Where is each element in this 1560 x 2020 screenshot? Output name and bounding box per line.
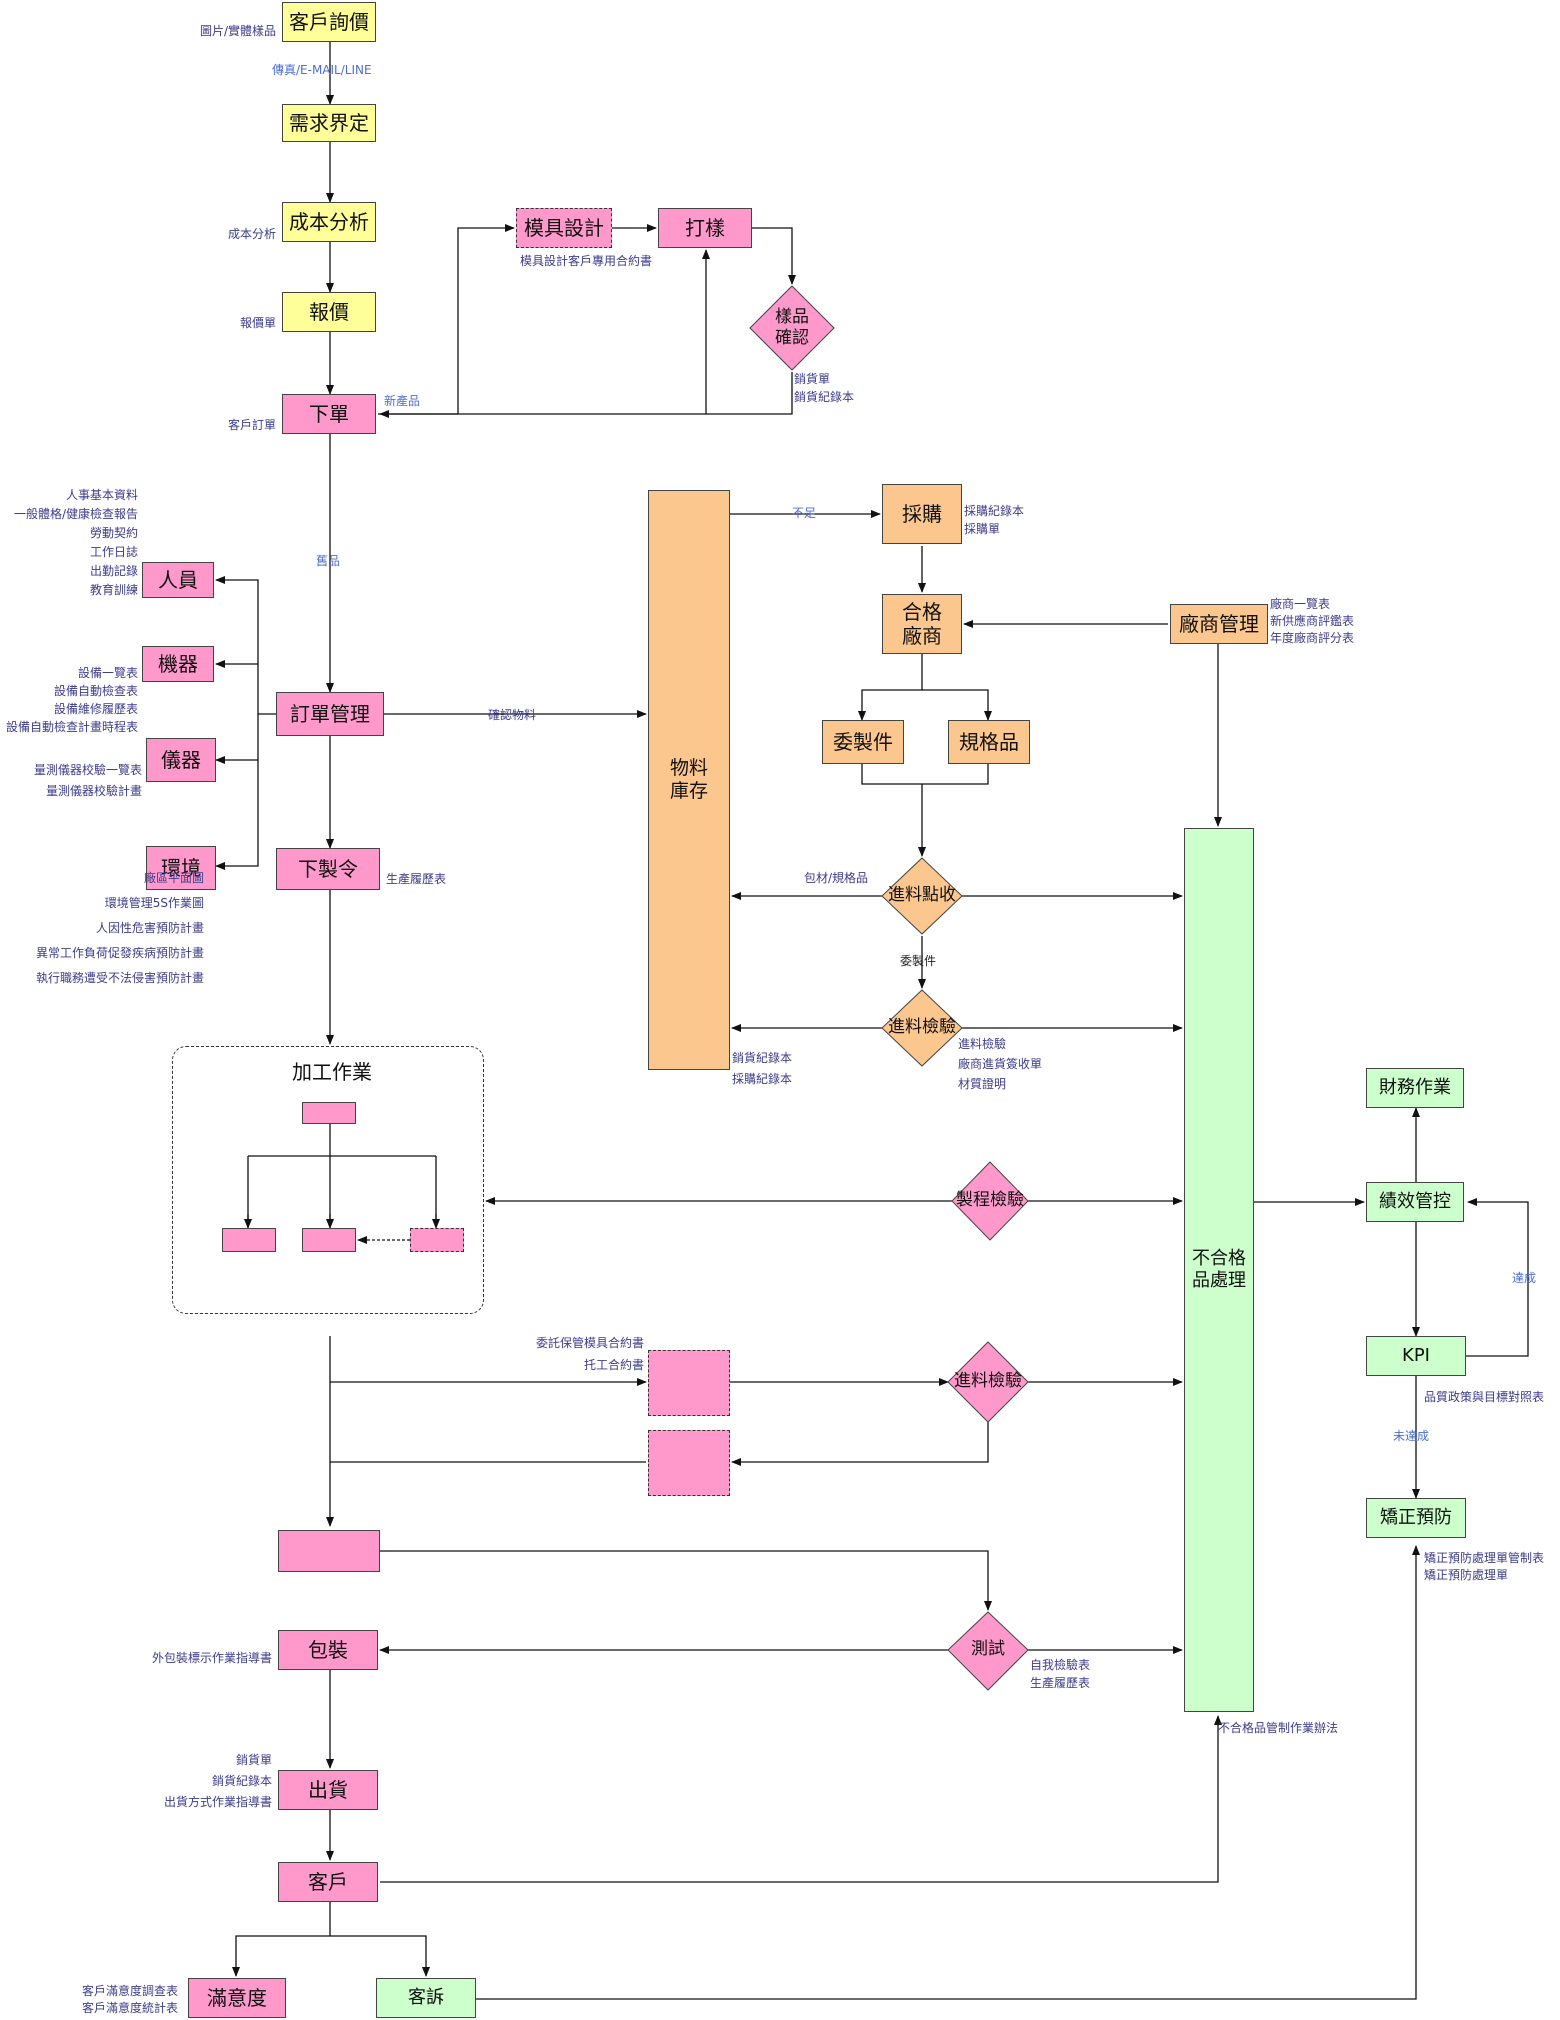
proc-step-top[interactable] (302, 1102, 356, 1124)
label-personnel-docs: 人事基本資料 一般體格/健康檢查報告 勞動契約 工作日誌 出勤記錄 教育訓練 (13, 488, 138, 597)
edge-customer-split (232, 1902, 331, 1977)
node-mold-design[interactable]: 模具設計 (516, 208, 612, 248)
node-process-inspect[interactable]: 製程檢驗 (956, 1190, 1024, 1211)
label-order-doc: 客戶訂單 (227, 418, 276, 432)
edge-merge-incoming (861, 764, 989, 785)
node-order[interactable]: 下單 (282, 394, 376, 434)
node-kpi[interactable]: KPI (1366, 1336, 1466, 1376)
node-work-order[interactable]: 下製令 (276, 848, 380, 890)
label-quote-doc: 報價單 (239, 316, 276, 330)
label-new-product: 新產品 (384, 394, 421, 408)
label-purchase-docs: 採購紀錄本 採購單 (964, 504, 1025, 536)
label-nonconforming-doc: 不合格品管制作業辦法 (1218, 1721, 1339, 1735)
label-cost-doc: 成本分析 (227, 227, 276, 241)
node-requirement[interactable]: 需求界定 (282, 104, 376, 142)
label-packing-std: 包材/規格品 (804, 871, 869, 885)
label-quality-policy: 品質政策與目標對照表 (1424, 1390, 1545, 1404)
node-sample-confirm[interactable]: 樣品 確認 (775, 306, 809, 348)
node-standard[interactable]: 規格品 (948, 720, 1030, 764)
label-sample-docs: 銷貨單 銷貨紀錄本 (794, 372, 855, 404)
label-mold-contract: 模具設計客戶專用合約書 (520, 254, 653, 268)
edge-complaint-corrective (476, 1545, 1420, 2000)
node-qualified-vendor[interactable]: 合格 廠商 (882, 594, 962, 654)
proc-step-right[interactable] (410, 1228, 464, 1252)
label-achieved: 達成 (1512, 1271, 1537, 1285)
label-shipping-docs: 銷貨單 銷貨紀錄本 出貨方式作業指導書 (163, 1753, 272, 1809)
label-old-product: 舊品 (316, 554, 341, 568)
edge-inspect2-return (731, 1422, 989, 1466)
node-consign-bottom[interactable] (648, 1430, 730, 1496)
node-personnel[interactable]: 人員 (142, 562, 214, 598)
node-performance[interactable]: 績效管控 (1366, 1182, 1464, 1222)
node-corrective[interactable]: 矯正預防 (1366, 1498, 1466, 1538)
node-customer[interactable]: 客戶 (278, 1862, 378, 1902)
label-fax-email: 傳真/E-MAIL/LINE (272, 63, 372, 77)
node-incoming-inspect-2[interactable]: 進料檢驗 (954, 1371, 1022, 1392)
proc-step-middle[interactable] (302, 1228, 356, 1252)
label-corrective-docs: 矯正預防處理單管制表 矯正預防處理單 (1424, 1551, 1545, 1582)
label-inquiry-doc: 圖片/實體樣品 (199, 24, 276, 38)
node-sampling[interactable]: 打樣 (658, 208, 752, 248)
edge-sampling-confirm (752, 227, 796, 285)
edge-order-molddesign (378, 224, 515, 415)
label-insufficient: 不足 (792, 506, 817, 520)
edge-ordermgmt-resources (215, 576, 276, 715)
processing-group (172, 1046, 484, 1314)
label-incoming-docs: 進料檢驗 廠商進貨簽收單 材質證明 (958, 1037, 1043, 1091)
node-machine[interactable]: 機器 (142, 646, 214, 682)
label-packaging-doc: 外包裝標示作業指導書 (151, 1651, 272, 1665)
proc-step-left[interactable] (222, 1228, 276, 1252)
label-machine-docs: 設備一覽表 設備自動檢查表 設備維修履歷表 設備自動檢查計畫時程表 (5, 666, 138, 734)
node-incoming-inspect-1[interactable]: 進料檢驗 (888, 1017, 956, 1038)
node-vendor-mgmt[interactable]: 廠商管理 (1170, 604, 1268, 644)
node-assembly[interactable] (278, 1530, 380, 1572)
label-production-record: 生產履歷表 (386, 872, 447, 886)
node-inquiry[interactable]: 客戶詢價 (282, 2, 376, 42)
node-nonconforming[interactable]: 不合格 品處理 (1184, 828, 1254, 1712)
node-complaint[interactable]: 客訴 (376, 1978, 476, 2018)
node-test[interactable]: 測試 (971, 1639, 1005, 1660)
node-outsourced[interactable]: 委製件 (822, 720, 904, 764)
label-consign-docs: 委託保管模具合約書 托工合約書 (535, 1336, 644, 1372)
label-test-docs: 自我檢驗表 生產履歷表 (1030, 1658, 1091, 1690)
node-inventory[interactable]: 物料 庫存 (648, 490, 730, 1070)
node-packaging[interactable]: 包裝 (278, 1630, 378, 1670)
label-instrument-docs: 量測儀器校驗一覽表 量測儀器校驗計畫 (33, 763, 142, 798)
node-cost-analysis[interactable]: 成本分析 (282, 202, 376, 242)
node-purchase[interactable]: 採購 (882, 484, 962, 544)
node-satisfaction[interactable]: 滿意度 (188, 1978, 286, 2018)
label-not-achieved: 未達成 (1393, 1429, 1430, 1443)
label-confirm-material: 確認物料 (488, 708, 537, 722)
node-incoming-count[interactable]: 進料點收 (888, 885, 956, 906)
edge-assembly-test (380, 1550, 992, 1611)
processing-title: 加工作業 (292, 1060, 372, 1084)
node-consign-top[interactable] (648, 1350, 730, 1416)
node-shipping[interactable]: 出貨 (278, 1770, 378, 1810)
edge-customer-nonconf (380, 1715, 1222, 1883)
edge-vendor-split (858, 654, 923, 721)
edge-confirm-order (379, 372, 793, 418)
label-inventory-docs: 銷貨紀錄本 採購紀錄本 (732, 1051, 793, 1086)
label-outsourced-part: 委製件 (900, 954, 937, 968)
node-order-mgmt[interactable]: 訂單管理 (276, 692, 384, 736)
label-environment-docs: 廠區平面圖 環境管理5S作業圖 人因性危害預防計畫 異常工作負荷促發疾病預防計畫… (35, 871, 204, 985)
node-instrument[interactable]: 儀器 (146, 738, 216, 782)
label-vendor-docs: 廠商一覽表 新供應商評鑑表 年度廠商評分表 (1270, 597, 1355, 645)
label-satisfaction-docs: 客戶滿意度調查表 客戶滿意度統計表 (81, 1984, 178, 2015)
node-environment[interactable]: 環境 (146, 846, 216, 890)
node-quote[interactable]: 報價 (282, 292, 376, 332)
node-finance[interactable]: 財務作業 (1366, 1068, 1464, 1108)
